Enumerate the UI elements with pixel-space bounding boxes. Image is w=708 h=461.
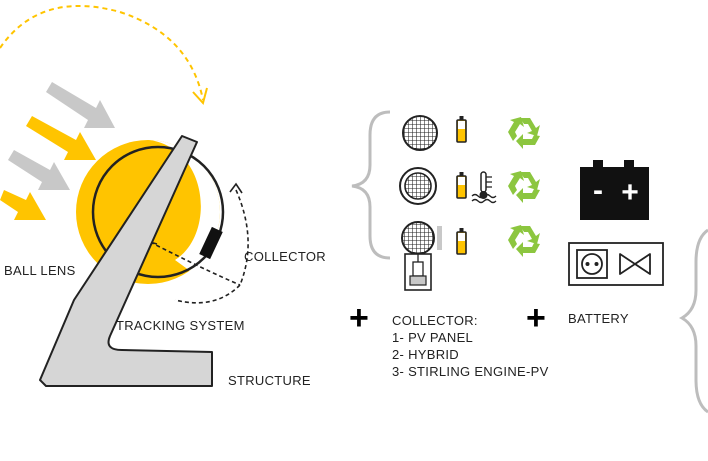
battery-cell-icon — [456, 116, 467, 143]
tracking-arc-inner — [149, 241, 241, 286]
battery-cell-icon — [456, 228, 467, 255]
ball-lens-label: BALL LENS — [4, 263, 76, 278]
collector-bar — [199, 226, 223, 260]
ray-yellow-1 — [26, 116, 96, 160]
collector-list-item: 1- PV PANEL — [392, 330, 474, 345]
collector-list-heading: COLLECTOR: — [392, 313, 478, 328]
solar-panel-grid-icon — [402, 115, 438, 151]
round-panel-icon — [399, 167, 437, 205]
power-socket-icon — [576, 249, 608, 279]
ray-yellow-2 — [0, 190, 46, 220]
output-devices-box — [568, 242, 664, 286]
battery-label: BATTERY — [568, 311, 629, 326]
structure-stand — [39, 135, 213, 387]
car-battery-icon: - + — [580, 160, 649, 220]
collector-type-list: COLLECTOR: 1- PV PANEL 2- HYBRID 3- STIR… — [392, 312, 549, 380]
tracking-system-label: TRACKING SYSTEM — [116, 318, 245, 333]
battery-minus-sign: - — [593, 174, 603, 207]
ray-gray-1 — [46, 82, 115, 128]
tracking-arrowhead-top — [229, 182, 243, 194]
stirling-engine-icon — [401, 221, 442, 291]
thermometer-water-icon — [471, 171, 497, 204]
structure-label: STRUCTURE — [228, 373, 311, 388]
ray-gray-2 — [8, 150, 70, 190]
curly-brace-right-partial — [678, 228, 708, 414]
sun-path-arrowhead — [192, 87, 208, 106]
recycle-icon — [508, 171, 540, 203]
recycle-icon — [508, 225, 540, 257]
tracking-arc-right — [235, 189, 249, 286]
collector-label: COLLECTOR — [244, 249, 326, 264]
recycle-icon — [508, 117, 540, 149]
tracking-arc-bottom — [174, 284, 241, 304]
lens-ring — [91, 145, 225, 279]
sun-rays — [0, 82, 115, 220]
bowtie-valve-icon — [619, 253, 651, 275]
curly-brace-left — [351, 110, 391, 260]
battery-plus-sign: + — [621, 176, 639, 209]
plus-sign-collector: + — [349, 299, 369, 337]
battery-cell-icon — [456, 172, 467, 199]
plus-sign-battery: + — [526, 299, 546, 337]
collector-list-item: 2- HYBRID — [392, 347, 459, 362]
sun-path-arc — [0, 5, 204, 101]
collector-list-item: 3- STIRLING ENGINE-PV — [392, 364, 549, 379]
